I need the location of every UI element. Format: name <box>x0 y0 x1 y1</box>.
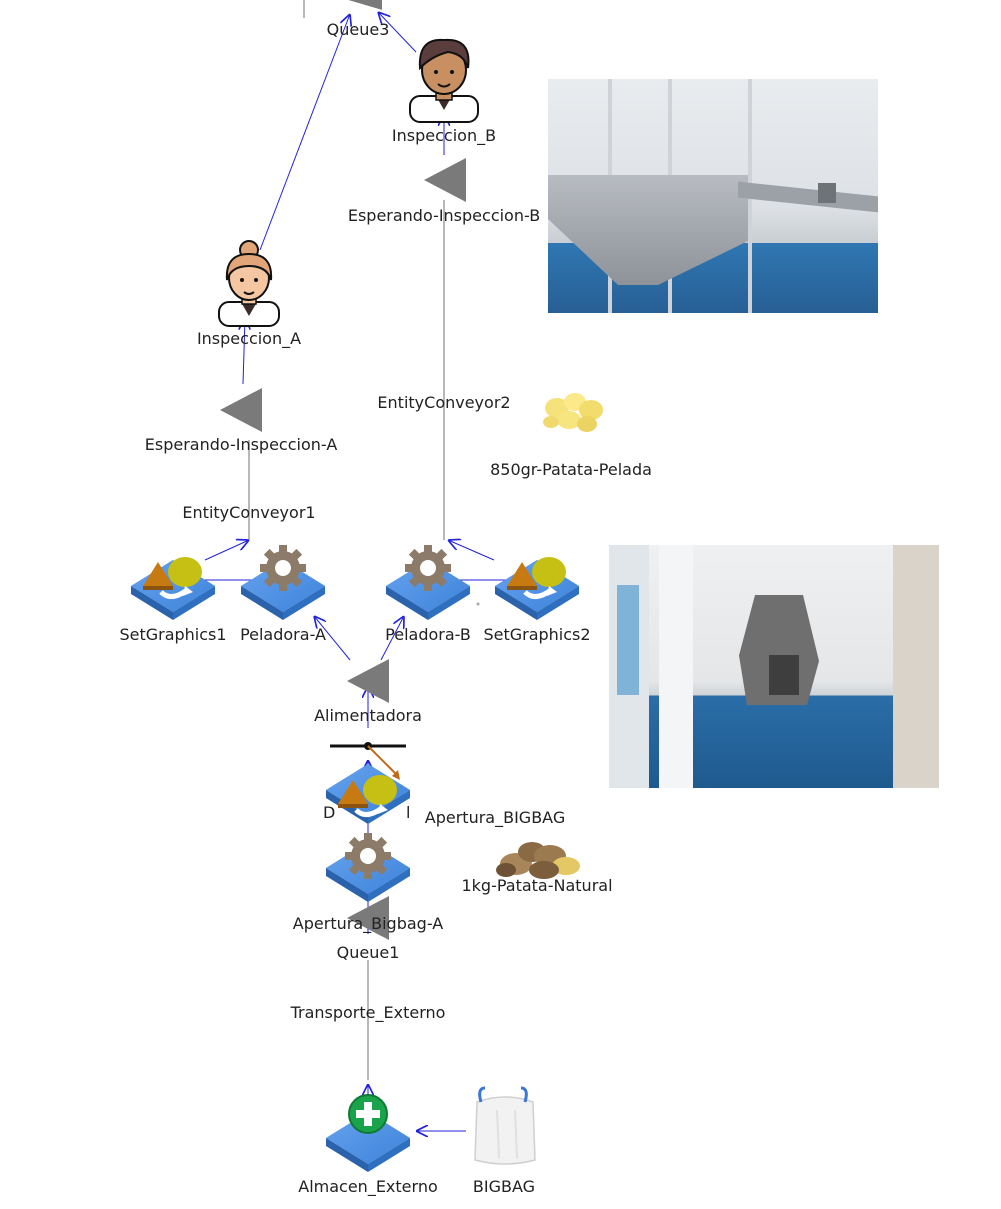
arrow-alimentadora-to-peladora-b <box>380 616 404 661</box>
patata-natural-label: 1kg-Patata-Natural <box>461 876 613 895</box>
almacen-externo-block[interactable] <box>326 1094 410 1172</box>
inspector-female-icon[interactable] <box>218 240 280 327</box>
queue1-label: Queue1 <box>336 943 400 962</box>
inspector-male-icon[interactable] <box>409 38 479 123</box>
decision-label-fragment: D <box>323 803 336 822</box>
split-icon <box>330 742 406 780</box>
photo-peeling-room <box>609 545 939 788</box>
peladora-a-label: Peladora-A <box>240 625 326 644</box>
connector-arrows <box>176 12 532 1131</box>
stray-dot <box>476 602 480 606</box>
esperando-inspeccion-a-label: Esperando-Inspeccion-A <box>144 435 338 454</box>
setgraphics2-block[interactable] <box>495 557 579 620</box>
esperando-inspeccion-b-label: Esperando-Inspeccion-B <box>347 206 541 225</box>
apertura-bigbag-label: Apertura_BIGBAG <box>424 808 566 827</box>
setgraphics2-label: SetGraphics2 <box>483 625 591 644</box>
potato-natural-icon <box>496 842 580 879</box>
peladora-b-block[interactable] <box>386 545 470 620</box>
inspeccion-b-label: Inspeccion_B <box>391 126 497 145</box>
queue3-icon[interactable] <box>348 0 382 10</box>
arrow-setgraphics2-to-conveyor2 <box>448 540 495 561</box>
entityconveyor2-label: EntityConveyor2 <box>377 393 511 412</box>
apertura-bigbag-a-label: Apertura_Bigbag-A <box>292 914 444 933</box>
transporte-externo-label: Transporte_Externo <box>290 1003 446 1022</box>
apertura-bigbag-a-block[interactable] <box>326 833 410 902</box>
esperando-inspeccion-b-queue-icon[interactable] <box>424 158 466 202</box>
patata-pelada-label: 850gr-Patata-Pelada <box>490 460 652 479</box>
arrow-inspeccion-b-to-queue3 <box>378 12 417 53</box>
arrow-inspeccion-a-to-queue3 <box>259 14 350 251</box>
peladora-a-block[interactable] <box>241 545 325 620</box>
alimentadora-label: Alimentadora <box>314 706 422 725</box>
bigbag-icon[interactable] <box>474 1086 536 1165</box>
inspeccion-a-label: Inspeccion_A <box>196 329 302 348</box>
decision-label-fragment-2: l <box>406 803 411 822</box>
peladora-b-label: Peladora-B <box>385 625 471 644</box>
plus-icon <box>348 1094 388 1134</box>
arrow-setgraphics1-to-conveyor1 <box>204 540 249 561</box>
arrow-esperando-a-to-inspeccion-a <box>243 318 245 385</box>
conveyor-lines <box>248 0 445 1080</box>
photo-peeling-tank <box>548 79 878 313</box>
arrow-alimentadora-to-peladora-a <box>314 616 351 661</box>
esperando-inspeccion-a-queue-icon[interactable] <box>220 388 262 432</box>
queue3-label: Queue3 <box>326 20 390 39</box>
almacen-externo-label: Almacen_Externo <box>298 1177 438 1196</box>
bigbag-label: BIGBAG <box>472 1177 536 1196</box>
setgraphics1-block[interactable] <box>131 557 215 620</box>
entityconveyor1-label: EntityConveyor1 <box>182 503 316 522</box>
setgraphics1-label: SetGraphics1 <box>119 625 227 644</box>
potato-pelada-icon <box>543 393 603 432</box>
